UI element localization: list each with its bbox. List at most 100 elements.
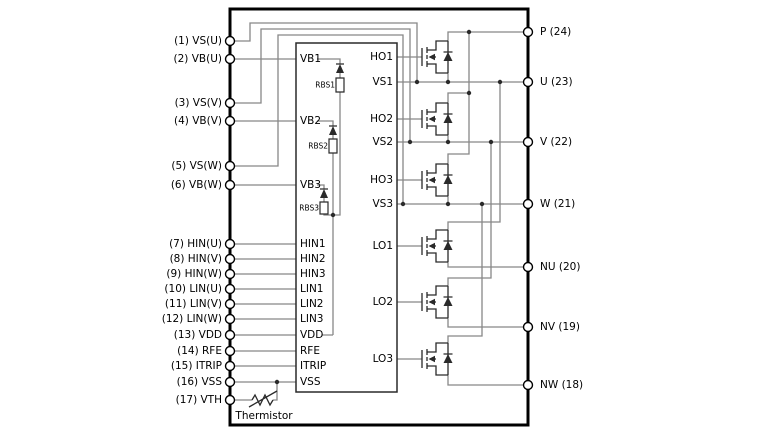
left-pin-label-8: (9) HIN(W)	[166, 268, 222, 280]
left-pin-label-1: (2) VB(U)	[174, 53, 222, 65]
pin-11-lin-v	[224, 298, 236, 310]
ic-terminal-vs1: VS1	[372, 76, 393, 88]
mosfet-lo3	[421, 342, 453, 376]
ic-terminal-lin3: LIN3	[300, 313, 323, 325]
junction-dot	[488, 139, 494, 145]
ic-terminal-vs2: VS2	[372, 136, 393, 148]
ic-right-terminal-labels: HO1 VS1 HO2 VS2 HO3 VS3 LO1 LO2 LO3	[370, 51, 393, 365]
pin-9-hin-w	[224, 268, 236, 280]
mosfet-ho2	[421, 102, 453, 136]
left-pin-label-11: (12) LIN(W)	[162, 313, 222, 325]
wiring-left-and-routes	[234, 22, 418, 401]
pin-7-hin-u	[224, 238, 236, 250]
pin-10-lin-u	[224, 283, 236, 295]
pin-6-vb-w	[224, 179, 236, 191]
pin-17-vth	[224, 394, 236, 406]
mosfet-lo1	[421, 229, 453, 263]
mosfet-ho1	[421, 40, 453, 74]
left-pin-label-14: (15) ITRIP	[171, 360, 222, 372]
wiring-output-stage	[397, 31, 523, 386]
pin-21-w	[522, 198, 534, 210]
ic-terminal-lo1: LO1	[373, 240, 393, 252]
mosfet-ho2-arrows	[428, 114, 453, 123]
left-pin-label-13: (14) RFE	[177, 345, 222, 357]
ic-terminal-hin2: HIN2	[300, 253, 326, 265]
pin-18-nw	[522, 379, 534, 391]
right-pin-label-4: NU (20)	[540, 261, 580, 273]
right-pin-label-0: P (24)	[540, 26, 571, 38]
bootstrap-diodes	[319, 63, 345, 215]
ic-terminal-lin1: LIN1	[300, 283, 323, 295]
left-pin-label-6: (7) HIN(U)	[169, 238, 222, 250]
pin-4-vb-v	[224, 115, 236, 127]
bootstrap-diode-arrows	[320, 64, 344, 198]
ic-left-terminal-labels: VB1 VB2 VB3 HIN1 HIN2 HIN3 LIN1 LIN2 LIN…	[300, 53, 326, 388]
left-pin-label-4: (5) VS(W)	[171, 160, 222, 172]
pin-20-nu	[522, 261, 534, 273]
left-pin-label-0: (1) VS(U)	[174, 35, 222, 47]
left-pin-label-7: (8) HIN(V)	[170, 253, 222, 265]
ic-terminal-vs3: VS3	[372, 198, 393, 210]
pin-16-vss	[224, 376, 236, 388]
mosfet-lo3-arrows	[428, 354, 453, 363]
driver-ic-block	[295, 42, 398, 393]
thermistor-zigzag	[248, 390, 278, 408]
right-pin-label-3: W (21)	[540, 198, 575, 210]
junction-dot	[445, 139, 451, 145]
pin-1-vs-u	[224, 35, 236, 47]
right-pin-labels: P (24) U (23) V (22) W (21) NU (20) NV (…	[540, 26, 583, 391]
right-pin-label-6: NW (18)	[540, 379, 583, 391]
junction-dot	[497, 79, 503, 85]
pin-22-v	[522, 136, 534, 148]
mosfet-ho3-arrows	[428, 175, 453, 184]
left-pin-label-16: (17) VTH	[176, 394, 222, 406]
package-pins	[224, 26, 534, 406]
left-pin-label-10: (11) LIN(V)	[165, 298, 222, 310]
junction-dot	[466, 90, 472, 96]
junction-dot	[479, 201, 485, 207]
label-rbs1: RBS1	[315, 81, 335, 90]
junction-dot	[330, 212, 336, 218]
bootstrap-resistor-bodies	[319, 77, 345, 215]
right-pin-label-5: NV (19)	[540, 321, 580, 333]
ic-terminal-lo2: LO2	[373, 296, 393, 308]
ic-terminal-itrip: ITRIP	[300, 360, 326, 372]
left-pin-label-5: (6) VB(W)	[171, 179, 222, 191]
pin-8-hin-v	[224, 253, 236, 265]
left-pin-label-3: (4) VB(V)	[174, 115, 222, 127]
label-rbs3: RBS3	[299, 204, 319, 213]
junction-dot	[274, 379, 280, 385]
pin-23-u	[522, 76, 534, 88]
ic-terminal-ho1: HO1	[370, 51, 393, 63]
pin-12-lin-w	[224, 313, 236, 325]
junction-dot	[445, 79, 451, 85]
junction-dot	[445, 201, 451, 207]
ic-terminal-ho2: HO2	[370, 113, 393, 125]
right-pin-label-1: U (23)	[540, 76, 573, 88]
pin-24-p	[522, 26, 534, 38]
ic-terminal-hin3: HIN3	[300, 268, 326, 280]
ic-terminal-vb2: VB2	[300, 115, 321, 127]
mosfet-lo2-arrows	[428, 297, 453, 306]
pin-14-rfe	[224, 345, 236, 357]
junction-dot	[466, 29, 472, 35]
ic-terminal-lo3: LO3	[373, 353, 393, 365]
pin-2-vb-u	[224, 53, 236, 65]
pin-15-itrip	[224, 360, 236, 372]
ic-terminal-lin2: LIN2	[300, 298, 323, 310]
wiring-bootstrap-top	[317, 58, 341, 336]
thermistor-label: Thermistor	[234, 410, 293, 422]
ic-terminal-vdd: VDD	[300, 329, 323, 341]
junction-dot	[400, 201, 406, 207]
ic-terminal-ho3: HO3	[370, 174, 393, 186]
pin-3-vs-v	[224, 97, 236, 109]
pin-5-vs-w	[224, 160, 236, 172]
label-rbs2: RBS2	[308, 142, 328, 151]
ic-terminal-vb1: VB1	[300, 53, 321, 65]
ic-terminal-hin1: HIN1	[300, 238, 326, 250]
left-pin-labels: (1) VS(U) (2) VB(U) (3) VS(V) (4) VB(V) …	[162, 35, 223, 406]
ic-terminal-vss: VSS	[300, 376, 321, 388]
junction-dots	[274, 29, 503, 385]
